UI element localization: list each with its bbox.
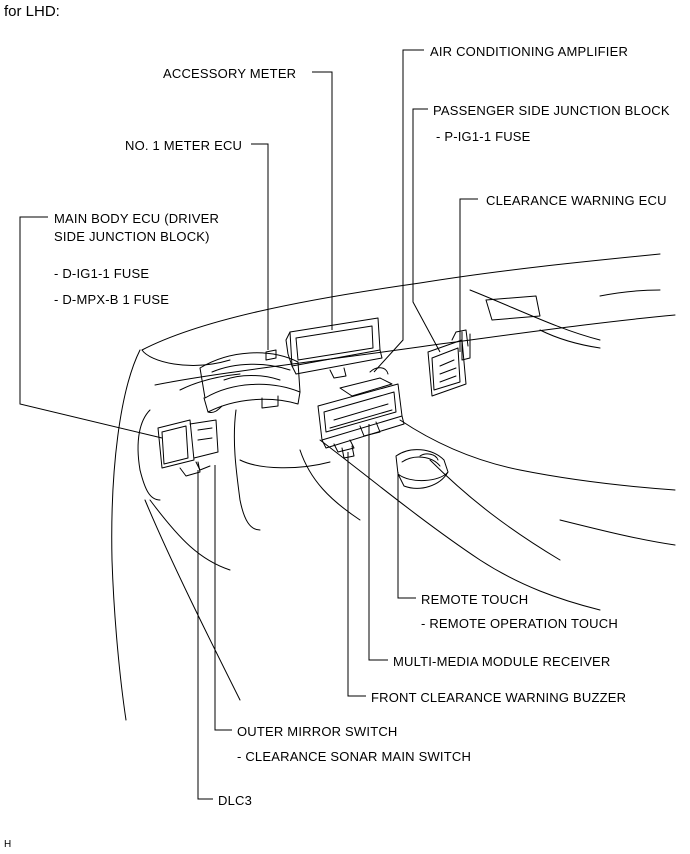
label-air-conditioning-amplifier: AIR CONDITIONING AMPLIFIER [430,44,629,59]
label-accessory-meter: ACCESSORY METER [163,66,297,81]
leader-outer-mirror-switch [214,465,232,731]
diagram-header: for LHD: [4,3,60,20]
leader-clearance-warning-ecu [459,198,478,352]
main-body-ecu-part [157,419,219,477]
center-panel-part [317,367,405,459]
label-dlc3: DLC3 [218,793,253,808]
leader-front-clearance-warning-buzzer [347,452,366,697]
label-front-clearance-warning-buzzer: FRONT CLEARANCE WARNING BUZZER [371,690,627,705]
label-remote-touch: REMOTE TOUCH [421,592,529,607]
leader-air-conditioning-amplifier [373,49,424,373]
label-clearance-sonar-main-switch: - CLEARANCE SONAR MAIN SWITCH [237,749,472,764]
meter-cluster-part [199,349,301,413]
label-d-mpx-b1-fuse: - D-MPX-B 1 FUSE [54,292,170,307]
leader-remote-touch [397,472,416,599]
label-outer-mirror-switch: OUTER MIRROR SWITCH [237,724,398,739]
leader-accessory-meter [312,71,333,330]
accessory-meter-part [285,317,383,379]
footer-code: H [4,839,12,850]
leader-dlc3 [197,470,213,800]
label-main-body-ecu-line1: MAIN BODY ECU (DRIVER [54,211,220,226]
leader-main-body-ecu [19,216,163,439]
remote-touch-part [395,449,449,489]
passenger-junction-block-part [427,329,471,397]
label-p-ig1-1-fuse: - P-IG1-1 FUSE [436,129,531,144]
leader-no1-meter-ecu [251,143,269,350]
label-main-body-ecu-line2: SIDE JUNCTION BLOCK) [54,229,210,244]
label-no1-meter-ecu: NO. 1 METER ECU [125,138,243,153]
label-passenger-side-junction-block: PASSENGER SIDE JUNCTION BLOCK [433,103,670,118]
label-multi-media-module-receiver: MULTI-MEDIA MODULE RECEIVER [393,654,611,669]
dashboard-outline [111,253,676,721]
leader-passenger-side-junction-block [412,108,441,353]
leader-multi-media-module-receiver [368,424,388,661]
label-clearance-warning-ecu: CLEARANCE WARNING ECU [486,193,667,208]
label-d-ig1-1-fuse: - D-IG1-1 FUSE [54,266,150,281]
label-remote-operation-touch: - REMOTE OPERATION TOUCH [421,616,618,631]
